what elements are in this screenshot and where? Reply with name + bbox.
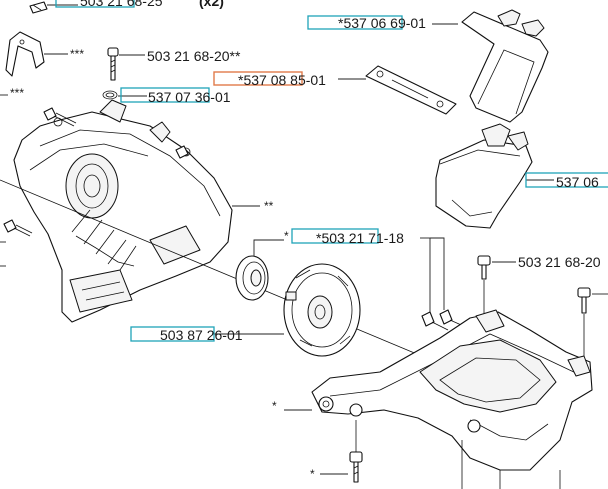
part-label-bolt-star: * <box>310 467 315 481</box>
highlight-box <box>307 15 403 30</box>
highlight-box <box>525 172 608 188</box>
part-label-screw-top: 503 21 68-25 <box>80 0 163 9</box>
part-label-bracket-stars: *** <box>70 47 84 61</box>
mounting-plate-icon <box>365 65 457 115</box>
screw-icon <box>421 311 449 331</box>
highlight-box <box>55 0 135 8</box>
screw-top-left-icon <box>29 1 48 14</box>
highlight-box-selected <box>213 71 303 86</box>
bolt-icon <box>349 451 363 483</box>
screw-icon <box>577 287 591 314</box>
leader-line <box>429 237 445 312</box>
part-label-bearing: *503 21 71-18 <box>316 230 404 246</box>
part-label-guard-middle: 537 06 <box>556 174 599 190</box>
part-label-screw-a: 503 21 68-20** <box>147 48 241 64</box>
part-label-frame-star: * <box>272 399 277 413</box>
screw-icon <box>3 219 33 237</box>
clip-ring-icon <box>102 90 118 100</box>
screw-icon <box>175 145 189 159</box>
fan-housing-icon <box>13 99 233 323</box>
part-label-plate: *537 08 85-01 <box>238 72 326 88</box>
highlight-box <box>130 326 215 342</box>
part-label-clip: 537 07 36-01 <box>148 89 231 105</box>
part-label-housing-stars: ** <box>264 199 274 213</box>
screw-icon <box>477 255 491 280</box>
bracket-icon <box>5 31 45 77</box>
screw-icon <box>107 47 119 81</box>
screw-icon <box>43 107 77 127</box>
part-label-screw-top-qty: (x2) <box>199 0 224 9</box>
part-label-bearing-star: * <box>284 229 289 243</box>
leader-line <box>253 239 284 256</box>
engine-frame-icon <box>311 309 593 471</box>
bearing-icon <box>235 255 269 301</box>
part-label-guard-top: *537 06 69-01 <box>338 15 426 31</box>
part-label-screw-b: 503 21 68-20 <box>518 254 601 270</box>
clutch-drum-icon <box>283 263 361 357</box>
guard-middle-icon <box>435 123 533 229</box>
part-label-left-stars: *** <box>10 86 24 100</box>
part-label-drum: 503 87 26-01 <box>160 327 243 343</box>
part-label-screw-top-suffix: *** <box>177 0 191 5</box>
guard-top-icon <box>461 9 549 123</box>
highlight-box <box>120 87 210 103</box>
highlight-box <box>291 228 379 244</box>
assembly-axis-line <box>0 179 461 373</box>
